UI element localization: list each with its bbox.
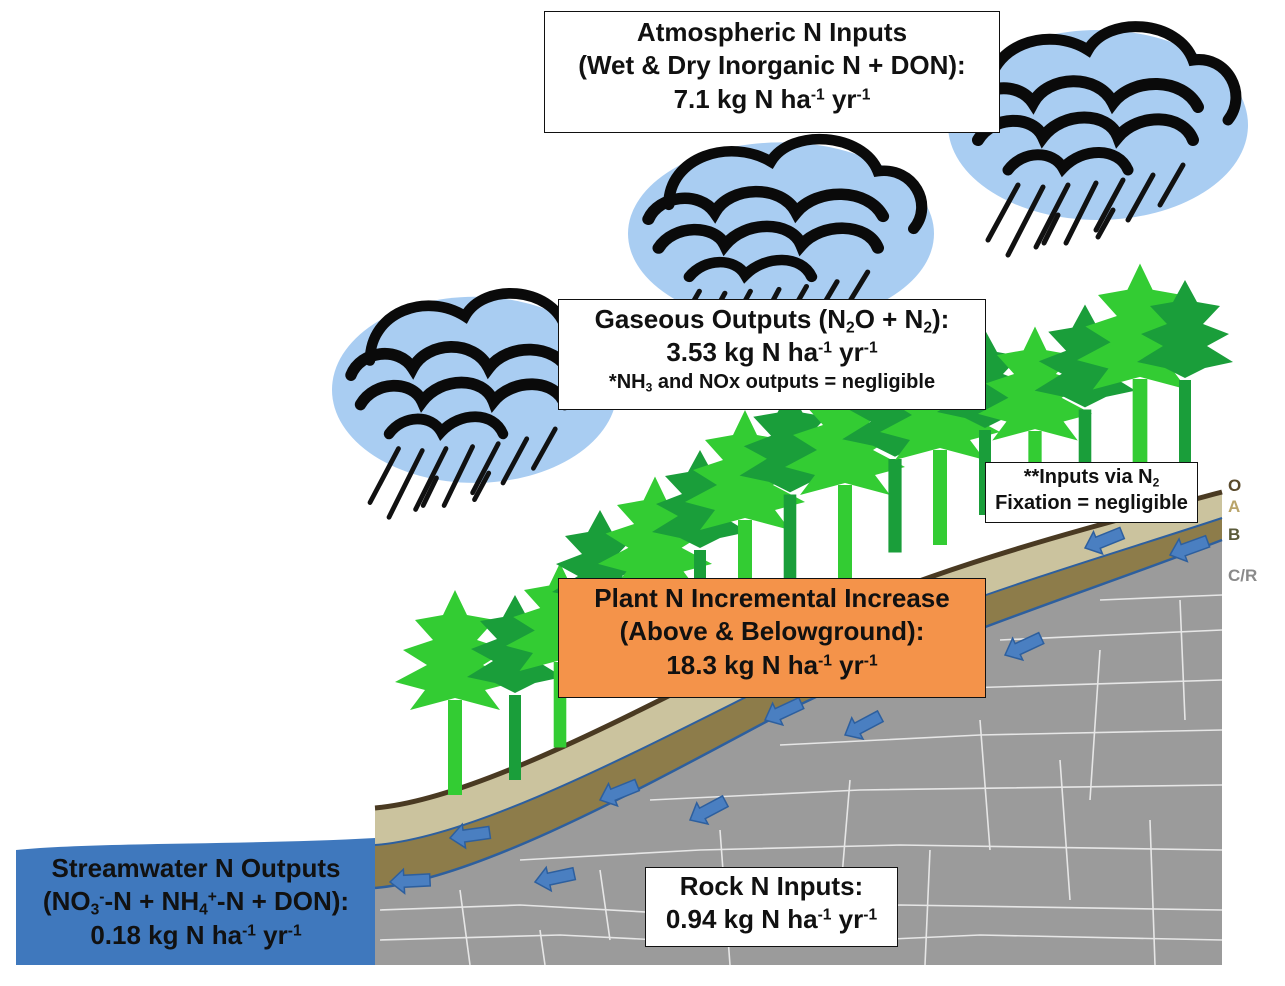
b-rock-boundary-line bbox=[374, 538, 1223, 890]
fixation-note-box: **Inputs via N2 Fixation = negligible bbox=[985, 462, 1198, 523]
gaseous-note: *NH3 and NOx outputs = negligible bbox=[608, 370, 936, 395]
gaseous-value: 3.53 kg N ha-1 yr-1 bbox=[666, 337, 878, 368]
horizon-label-a: A bbox=[1228, 497, 1241, 516]
plant-title: Plant N Incremental Increase bbox=[594, 583, 950, 613]
horizon-label-cr: C/R bbox=[1228, 566, 1258, 585]
rock-value: 0.94 kg N ha-1 yr-1 bbox=[665, 904, 878, 935]
gaseous-title: Gaseous Outputs (N2O + N2): bbox=[594, 304, 950, 337]
plant-subtitle: (Above & Belowground): bbox=[619, 616, 925, 647]
plant-value: 18.3 kg N ha-1 yr-1 bbox=[666, 649, 878, 680]
horizon-label-b: B bbox=[1228, 525, 1241, 544]
atmospheric-title: Atmospheric N Inputs bbox=[636, 17, 908, 47]
stream-species: (NO3--N + NH4+-N + DON): bbox=[42, 886, 350, 919]
atmospheric-value: 7.1 kg N ha-1 yr-1 bbox=[673, 83, 871, 114]
rock-title: Rock N Inputs: bbox=[679, 871, 864, 901]
fixation-line1: **Inputs via N2 bbox=[1023, 466, 1160, 490]
stream bbox=[16, 838, 375, 965]
fixation-line2: Fixation = negligible bbox=[995, 491, 1188, 514]
atmospheric-inputs-box: Atmospheric N Inputs (Wet & Dry Inorgani… bbox=[544, 11, 1000, 133]
atmospheric-subtitle: (Wet & Dry Inorganic N + DON): bbox=[578, 50, 966, 81]
plant-increment-box: Plant N Incremental Increase (Above & Be… bbox=[558, 578, 986, 698]
stream-value: 0.18 kg N ha-1 yr-1 bbox=[90, 919, 302, 950]
horizon-label-o: O bbox=[1228, 476, 1242, 495]
streamwater-outputs-box: Streamwater N Outputs (NO3--N + NH4+-N +… bbox=[16, 848, 376, 966]
stream-title: Streamwater N Outputs bbox=[51, 853, 341, 883]
gaseous-outputs-box: Gaseous Outputs (N2O + N2): 3.53 kg N ha… bbox=[558, 299, 986, 410]
rock-inputs-box: Rock N Inputs: 0.94 kg N ha-1 yr-1 bbox=[645, 867, 898, 947]
